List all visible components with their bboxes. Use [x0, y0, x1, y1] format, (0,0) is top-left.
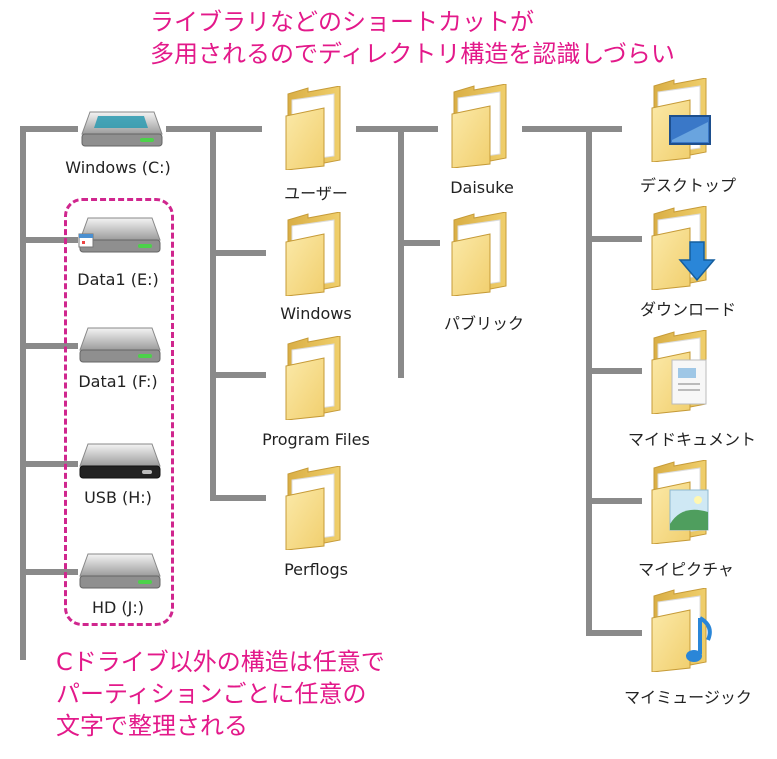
desktop-folder-icon[interactable]: [650, 78, 714, 164]
connector-downloads: [586, 236, 642, 242]
hard-drive-icon[interactable]: [80, 104, 164, 148]
connector-e: [20, 237, 78, 243]
other-drives-group: [64, 198, 174, 626]
download-folder-icon[interactable]: [650, 206, 720, 292]
connector-music: [586, 630, 642, 636]
top-note-line1: ライブラリなどのショートカットが: [150, 8, 534, 36]
folder-windows-label: Windows: [280, 304, 352, 323]
top-note-line2: 多用されるのでディレクトリ構造を認識しづらい: [150, 40, 675, 68]
drive-j-label: HD (J:): [91, 598, 145, 617]
folder-desktop-label: デスクトップ: [639, 176, 737, 195]
drive-e-label: Data1 (E:): [77, 270, 159, 289]
connector-windows: [210, 250, 266, 256]
folder-public-label: パブリック: [443, 314, 525, 333]
bottom-note-line2: パーティションごとに任意の: [56, 680, 367, 708]
folder-music-label: マイミュージック: [624, 688, 752, 707]
folder-documents-label: マイドキュメント: [627, 430, 757, 449]
folder-icon[interactable]: [284, 212, 344, 296]
connector-public: [398, 240, 440, 246]
documents-folder-icon[interactable]: [650, 330, 714, 416]
calendar-badge-icon: [78, 233, 94, 248]
level3-vertical-line: [586, 126, 592, 636]
level1-vertical-line: [210, 126, 216, 501]
connector-perflogs: [210, 495, 266, 501]
connector-pictures: [586, 498, 642, 504]
folder-downloads-label: ダウンロード: [639, 300, 737, 319]
connector-documents: [586, 368, 642, 374]
music-folder-icon[interactable]: [650, 588, 720, 674]
daisuke-to-level3-line: [522, 126, 622, 132]
connector-h: [20, 461, 78, 467]
usb-drive-icon[interactable]: [78, 436, 162, 480]
drive-f-label: Data1 (F:): [78, 372, 158, 391]
level2-vertical-line: [398, 126, 404, 378]
pictures-folder-icon[interactable]: [650, 460, 714, 546]
folder-icon[interactable]: [284, 336, 344, 420]
drive-h-label: USB (H:): [84, 488, 152, 507]
folder-users-label: ユーザー: [284, 184, 348, 203]
bottom-note-line1: Cドライブ以外の構造は任意で: [56, 648, 385, 676]
folder-icon[interactable]: [284, 466, 344, 550]
folder-perflogs-label: Perflogs: [284, 560, 348, 579]
connector-program-files: [210, 372, 266, 378]
hard-drive-icon[interactable]: [78, 546, 162, 590]
hard-drive-icon[interactable]: [78, 320, 162, 364]
folder-daisuke-label: Daisuke: [450, 178, 514, 197]
connector-c: [20, 126, 78, 132]
folder-icon[interactable]: [450, 212, 510, 296]
users-to-level2-line: [356, 126, 438, 132]
folder-pictures-label: マイピクチャ: [638, 560, 734, 579]
folder-icon[interactable]: [450, 84, 510, 168]
connector-j: [20, 569, 78, 575]
folder-program-files-label: Program Files: [262, 430, 370, 449]
connector-f: [20, 343, 78, 349]
bottom-note-line3: 文字で整理される: [56, 712, 248, 740]
folder-icon[interactable]: [284, 86, 344, 170]
root-vertical-line: [20, 126, 26, 660]
drive-c-label: Windows (C:): [65, 158, 171, 177]
